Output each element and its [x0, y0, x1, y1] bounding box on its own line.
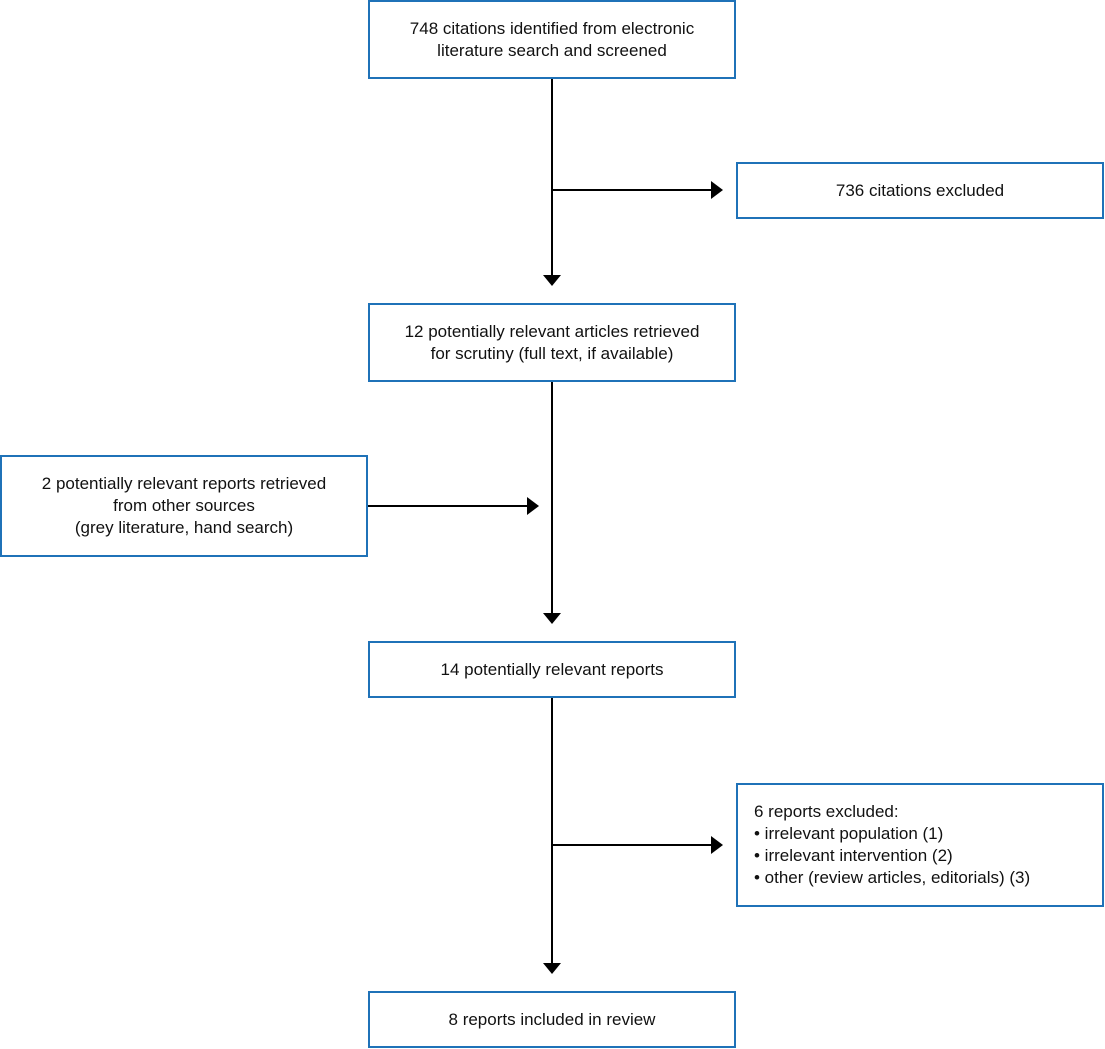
box-text-line: 2 potentially relevant reports retrieved: [41, 474, 327, 493]
arrowhead-right-1: [711, 181, 723, 199]
arrowhead-right-3: [711, 836, 723, 854]
box-text-line: 6 reports excluded:: [754, 802, 899, 821]
box-text-line: from other sources: [113, 496, 255, 515]
box-text-line: 736 citations excluded: [835, 180, 1005, 200]
box-text-line: 14 potentially relevant reports: [440, 659, 664, 679]
box-text-line: for scrutiny (full text, if available): [430, 343, 674, 363]
arrowhead-right-2: [527, 497, 539, 515]
box-retrieved-articles: 12 potentially relevant articles retriev…: [368, 303, 736, 382]
box-text-line: 8 reports included in review: [448, 1009, 656, 1029]
box-other-sources: 2 potentially relevant reports retrieved…: [0, 455, 368, 557]
box-text-line: (grey literature, hand search): [74, 518, 294, 537]
box-text-line: 12 potentially relevant articles retriev…: [404, 321, 700, 341]
arrowhead-down-2: [543, 613, 561, 624]
arrowhead-down-1: [543, 275, 561, 286]
box-identified-citations: 748 citations identified from electronic…: [368, 0, 736, 79]
box-text-line: • irrelevant intervention (2): [754, 846, 953, 865]
box-excluded-reports: 6 reports excluded: • irrelevant populat…: [736, 783, 1104, 907]
box-included-reports: 8 reports included in review: [368, 991, 736, 1048]
box-text-line: • irrelevant population (1): [754, 824, 944, 843]
arrowhead-down-3: [543, 963, 561, 974]
box-text-line: literature search and screened: [437, 40, 667, 60]
box-text-line: 748 citations identified from electronic: [409, 18, 695, 38]
box-excluded-citations: 736 citations excluded: [736, 162, 1104, 219]
box-text-line: • other (review articles, editorials) (3…: [754, 868, 1031, 887]
box-relevant-reports: 14 potentially relevant reports: [368, 641, 736, 698]
